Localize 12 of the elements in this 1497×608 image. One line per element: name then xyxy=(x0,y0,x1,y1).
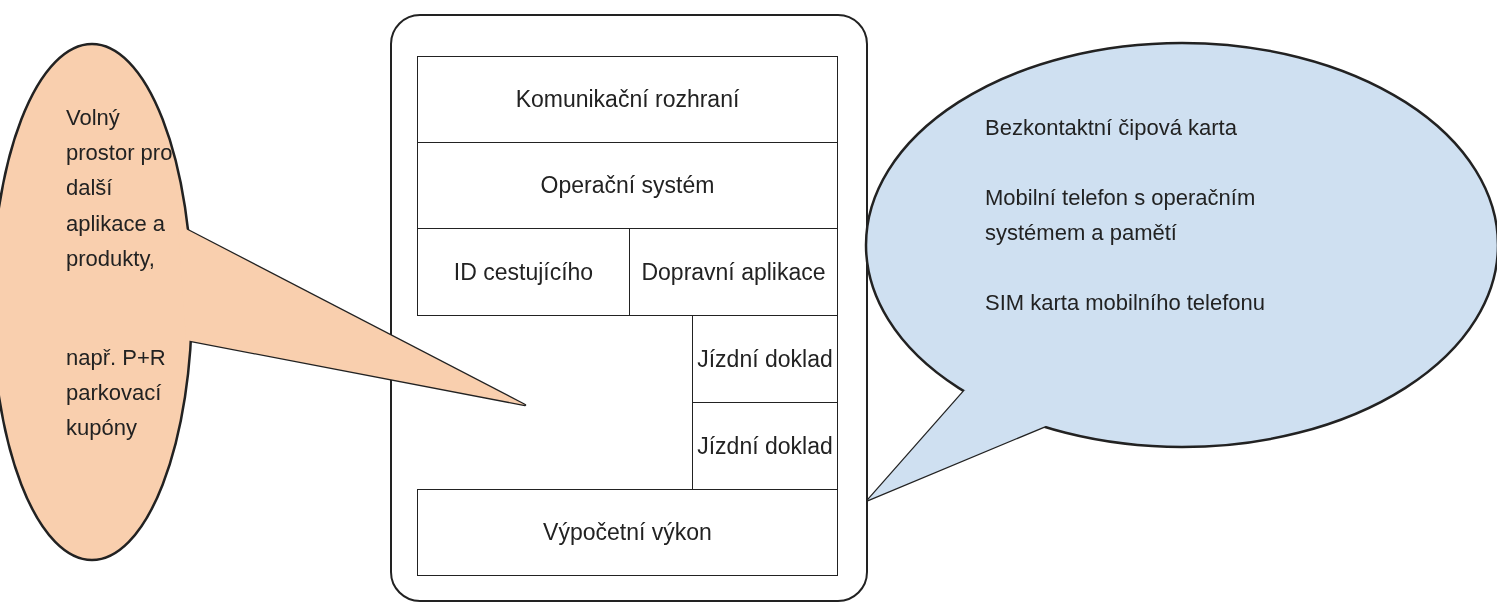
layer-box: Jízdní doklad xyxy=(692,315,838,403)
layer-box: Výpočetní výkon xyxy=(417,489,838,576)
layer-box: Jízdní doklad xyxy=(692,402,838,490)
layer-box: Operační systém xyxy=(417,142,838,229)
bubble-text: např. P+R parkovací kupóny xyxy=(66,344,167,443)
bubble-text: Volný prostor pro další aplikace a produkty, xyxy=(66,104,174,273)
layer-box: Dopravní aplikace xyxy=(629,228,838,316)
layer-box: ID cestujícího xyxy=(417,228,630,316)
layer-box: Komunikační rozhraní xyxy=(417,56,838,143)
bubble-text: Bezkontaktní čipová karta xyxy=(985,114,1238,142)
bubble-text: Mobilní telefon s operačním systémem a pamětí xyxy=(985,184,1257,248)
bubble-text: SIM karta mobilního telefonu xyxy=(985,289,1267,317)
